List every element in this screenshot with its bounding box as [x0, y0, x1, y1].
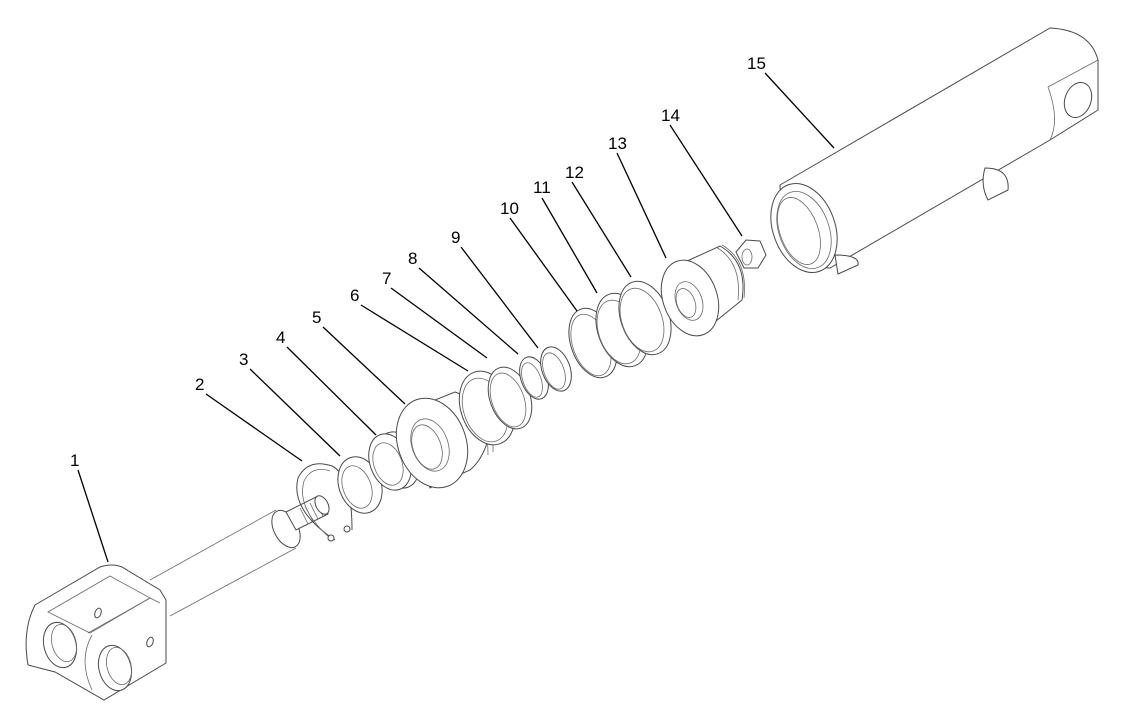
- callout-7: 7: [382, 269, 488, 359]
- callout-number: 6: [350, 286, 359, 305]
- leader-line: [571, 181, 632, 278]
- leader-line: [249, 368, 341, 457]
- leader-line: [509, 217, 578, 312]
- callout-5: 5: [312, 308, 406, 405]
- callout-12: 12: [565, 163, 632, 278]
- part-9-ring: [540, 346, 572, 392]
- callout-number: 5: [312, 308, 321, 327]
- callout-number: 9: [451, 228, 460, 247]
- callout-number: 15: [747, 54, 766, 73]
- callout-10: 10: [500, 199, 578, 312]
- callout-number: 7: [382, 269, 391, 288]
- callout-2: 2: [195, 375, 303, 462]
- callout-1: 1: [70, 451, 109, 563]
- part-3-wiper: [337, 456, 383, 514]
- leader-line: [205, 393, 303, 462]
- callout-11: 11: [533, 178, 598, 294]
- callout-number: 11: [533, 178, 551, 197]
- callout-3: 3: [239, 350, 341, 457]
- callout-13: 13: [608, 134, 667, 259]
- leader-line: [616, 152, 667, 259]
- leader-line: [669, 124, 743, 237]
- part-15-barrel: [770, 27, 1099, 275]
- leader-line: [541, 197, 598, 294]
- leader-line: [360, 304, 469, 372]
- callout-9: 9: [451, 228, 539, 349]
- callout-6: 6: [350, 286, 469, 372]
- callout-number: 8: [408, 249, 417, 268]
- leader-line: [322, 326, 406, 405]
- leader-line: [286, 346, 377, 436]
- callout-number: 4: [276, 328, 285, 347]
- callout-number: 1: [70, 451, 79, 470]
- leader-line: [764, 72, 835, 149]
- callout-8: 8: [408, 249, 519, 355]
- callout-15: 15: [747, 54, 835, 149]
- part-13-piston: [660, 244, 745, 337]
- part-14-nut: [735, 239, 767, 269]
- part-1-clevis-rod: [25, 495, 330, 701]
- callout-number: 10: [500, 199, 519, 218]
- callout-4: 4: [276, 328, 377, 436]
- leader-line: [418, 267, 519, 355]
- callout-number: 2: [195, 375, 204, 394]
- callout-14: 14: [661, 106, 743, 237]
- callout-number: 3: [239, 350, 248, 369]
- leader-line: [390, 287, 488, 359]
- callout-number: 12: [565, 163, 584, 182]
- callout-number: 13: [608, 134, 627, 153]
- leader-line: [460, 246, 539, 349]
- leader-line: [77, 469, 109, 563]
- callout-number: 14: [661, 106, 680, 125]
